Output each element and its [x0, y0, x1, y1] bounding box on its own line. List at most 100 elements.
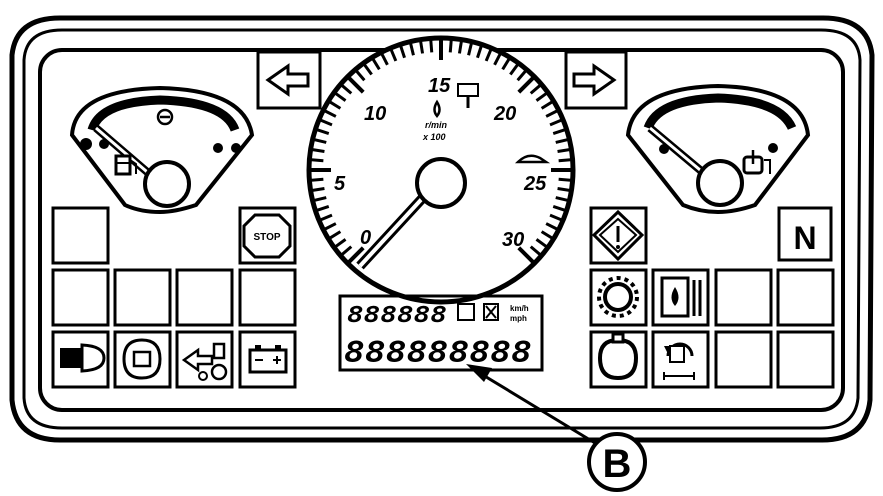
- tach-label-10: 10: [364, 103, 386, 125]
- tach-tick: [341, 84, 353, 95]
- lcd-display: 888888 km/h mph 888888888: [338, 294, 544, 372]
- tach-tick: [509, 63, 519, 76]
- tach-tick: [557, 148, 570, 154]
- tach-tick: [484, 49, 493, 62]
- tach-tick: [535, 92, 548, 102]
- tach-tick: [355, 70, 366, 82]
- tach-hub: [415, 157, 467, 209]
- callout-circle: [587, 432, 647, 492]
- lamp-blank-5: [238, 268, 297, 327]
- tach-tick: [552, 205, 566, 212]
- lamp-blank-4: [175, 268, 234, 327]
- tach-label-5: 5: [334, 173, 346, 195]
- callout-leader: [477, 370, 601, 448]
- tach-label-0: 0: [360, 227, 371, 249]
- coolant-temp-gauge: [625, 83, 811, 215]
- sun-gear-icon: [597, 276, 639, 318]
- tach-tick: [555, 138, 568, 144]
- callout-label: B: [603, 442, 632, 486]
- tach-tick: [529, 245, 541, 256]
- lamp-blank-8: [714, 330, 773, 389]
- tach-tick: [558, 158, 571, 163]
- tach-multiplier: x 100: [422, 132, 446, 142]
- tach-tick: [371, 58, 381, 71]
- tach-tick: [549, 118, 562, 127]
- tach-tick: [419, 41, 425, 54]
- fuel-pump-icon: [114, 154, 137, 176]
- lamp-blank-2: [51, 268, 110, 327]
- tach-tick: [380, 53, 389, 66]
- fuel-gauge-empty-dot: [80, 138, 92, 150]
- tach-tick: [316, 205, 330, 212]
- battery-icon: [248, 345, 288, 374]
- tach-tick: [324, 109, 337, 118]
- tach-tick: [334, 238, 347, 248]
- tach-tick: [311, 177, 324, 182]
- tach-tick: [347, 76, 365, 94]
- turtle-icon: [514, 154, 551, 164]
- tach-tick: [552, 128, 566, 135]
- tach-tick: [493, 53, 502, 66]
- tach-label-25: 25: [523, 173, 547, 195]
- lcd-unit-top: km/h: [510, 304, 529, 313]
- fuel-gauge: [69, 85, 255, 215]
- turn-right-indicator: [564, 50, 628, 110]
- tach-tick: [347, 246, 365, 264]
- tach-tick: [535, 238, 548, 248]
- panel-housing-inner: [22, 28, 862, 430]
- tach-tick: [320, 118, 333, 127]
- engine-oil-icon: [597, 332, 639, 381]
- lamp-blank-6: [714, 268, 773, 327]
- tachometer: 0 5 10 15 20 25 30 r/min x 100: [306, 35, 576, 305]
- callout-arrowhead: [466, 364, 492, 382]
- tach-tick: [516, 70, 527, 82]
- turn-left-arrow-icon: [265, 63, 310, 97]
- tach-tick: [312, 148, 325, 154]
- engine-coolant-icon: [742, 150, 771, 175]
- pto-speed-icon: [457, 83, 479, 108]
- tach-tick: [558, 177, 571, 182]
- tach-tick: [517, 76, 535, 94]
- tachometer-ticks: [311, 40, 571, 264]
- auto-refresh-icon: [663, 342, 695, 380]
- tach-tick: [409, 43, 415, 56]
- tach-tick: [545, 222, 558, 231]
- right-indicator-grid: N: [589, 206, 835, 389]
- engine-speed-icon: [433, 99, 441, 118]
- tach-tick: [517, 246, 535, 264]
- tach-tick: [540, 230, 553, 240]
- air-filter-icon: [122, 338, 162, 380]
- lamp-blank-7: [776, 268, 835, 327]
- tach-tick: [341, 245, 353, 256]
- tach-tick: [311, 158, 324, 163]
- tach-tick: [557, 186, 570, 192]
- tach-tick: [467, 43, 473, 56]
- hydraulic-oil-icon: [660, 276, 702, 318]
- tach-tick: [324, 222, 337, 231]
- tach-label-15: 15: [428, 75, 451, 97]
- left-indicator-grid: STOP: [51, 206, 297, 389]
- tractor-pto-icon: [181, 342, 228, 381]
- tach-tick: [329, 230, 342, 240]
- callout-b: B: [466, 364, 647, 492]
- tach-tick: [399, 45, 406, 59]
- lamp-blank-3: [113, 268, 172, 327]
- headlight-icon: [60, 343, 106, 373]
- tach-tick: [314, 196, 327, 202]
- tach-tick: [549, 213, 562, 222]
- tach-tick: [501, 58, 511, 71]
- tach-tick: [314, 138, 327, 144]
- tach-tick: [545, 109, 558, 118]
- tach-label-30: 30: [502, 229, 524, 251]
- lamp-blank-1: [51, 206, 110, 265]
- lcd-unit-bottom: mph: [510, 314, 527, 323]
- tach-tick: [476, 45, 483, 59]
- tach-tick: [389, 49, 398, 62]
- lcd-reset-icon: [483, 303, 499, 321]
- svg-text:STOP: STOP: [253, 232, 280, 243]
- tach-tick: [529, 84, 541, 95]
- tach-tick: [540, 100, 553, 110]
- tach-tick: [312, 186, 325, 192]
- lcd-top-segments: 888888: [347, 303, 447, 328]
